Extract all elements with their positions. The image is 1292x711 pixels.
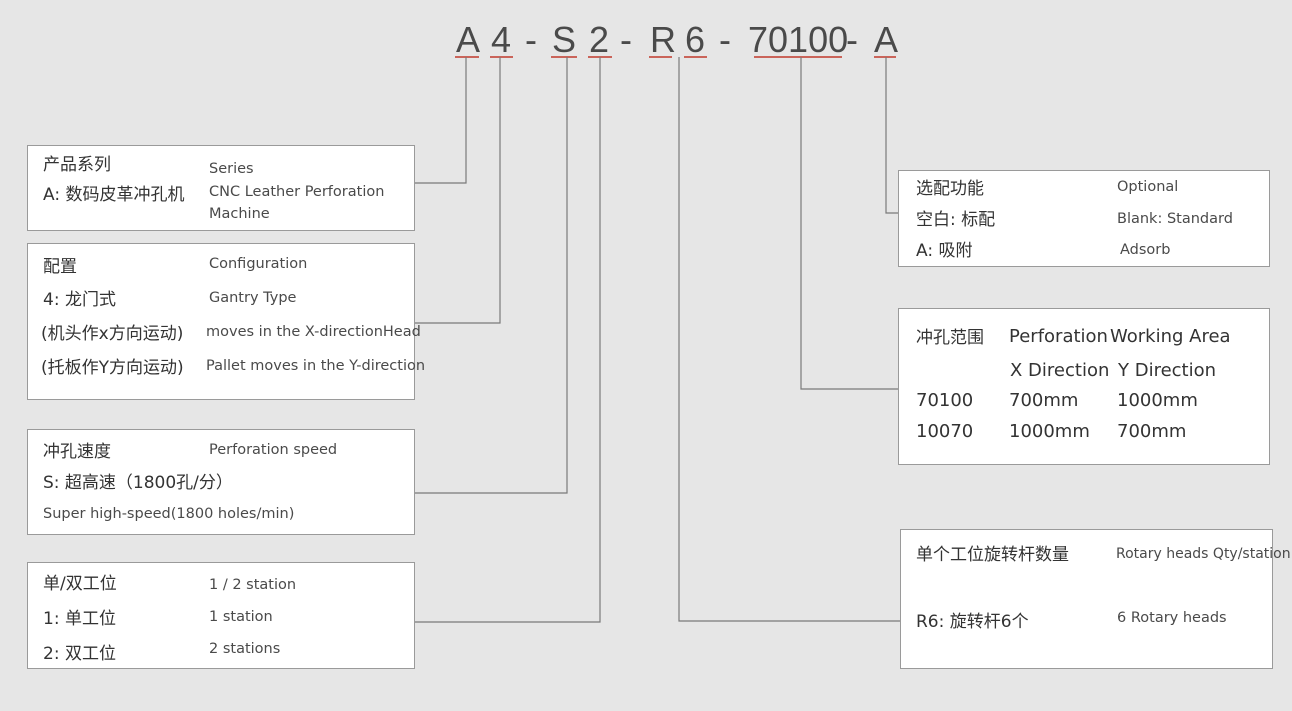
station-row1-zh: 1: 单工位 [43,609,116,629]
code-seg-dash: - [525,19,537,60]
config-row2-zh: (机头作x方向运动) [41,324,184,344]
area-row1-code: 70100 [916,390,974,411]
area-title-en2: Working Area [1110,326,1231,347]
station-row2-en: 2 stations [209,641,281,657]
code-seg-dash: - [620,19,632,60]
config-row3-zh: (托板作Y方向运动) [41,358,184,378]
speed-value-en: Super high-speed(1800 holes/min) [43,506,295,522]
config-row3-en: Pallet moves in the Y-direction [206,358,426,374]
config-title-en: Configuration [209,256,308,272]
area-row2-y: 700mm [1117,421,1187,442]
optional-row2-en: Adsorb [1120,242,1171,258]
code-seg-station: 2 [589,19,610,60]
area-title-en1: Perforation [1009,326,1108,347]
connector-optional [885,57,898,214]
station-row2-zh: 2: 双工位 [43,644,116,664]
optional-title-zh: 选配功能 [916,179,984,199]
optional-row2-zh: A: 吸附 [916,241,973,261]
series-value-en-line1: CNC Leather Perforation [209,184,385,200]
series-value-zh: A: 数码皮革冲孔机 [43,185,185,205]
code-seg-speed: S [552,19,577,60]
connector-series [415,57,467,184]
speed-title-en: Perforation speed [209,442,338,458]
connector-rotary [678,57,901,622]
series-title-en: Series [209,161,254,177]
code-seg-rotary-6: 6 [685,19,706,60]
rotary-title-zh: 单个工位旋转杆数量 [916,545,1069,565]
code-seg-dash: - [846,19,858,60]
speed-title-zh: 冲孔速度 [43,442,111,462]
area-title-zh: 冲孔范围 [916,328,984,348]
series-value-en-line2: Machine [209,206,270,222]
code-seg-series: A [456,19,481,60]
station-title-en: 1 / 2 station [209,577,297,593]
rotary-value-zh: R6: 旋转杆6个 [916,612,1029,632]
area-col-x: X Direction [1010,360,1110,381]
config-title-zh: 配置 [43,257,77,277]
rotary-title-en: Rotary heads Qty/station [1116,546,1291,562]
code-seg-config: 4 [491,19,512,60]
rotary-box: 单个工位旋转杆数量 Rotary heads Qty/station R6: 旋… [900,529,1291,669]
speed-box: 冲孔速度 Perforation speed S: 超高速（1800孔/分） S… [27,429,415,535]
area-row2-x: 1000mm [1009,421,1090,442]
series-title-zh: 产品系列 [43,155,111,175]
config-row2-en: moves in the X-directionHead [206,324,421,340]
area-col-y: Y Direction [1118,360,1217,381]
optional-title-en: Optional [1117,179,1179,195]
connector-speed [415,57,568,494]
code-seg-rotary-r: R [650,19,676,60]
code-seg-dash: - [719,19,731,60]
config-box: 配置 Configuration 4: 龙门式 Gantry Type (机头作… [27,243,425,400]
optional-row1-en: Blank: Standard [1117,211,1233,227]
area-row1-x: 700mm [1009,390,1079,411]
code-seg-area: 70100 [748,19,849,60]
station-row1-en: 1 station [209,609,273,625]
optional-box: 选配功能 Optional 空白: 标配 Blank: Standard A: … [898,170,1270,267]
optional-row1-zh: 空白: 标配 [916,210,996,230]
connector-config [415,57,501,324]
area-row2-code: 10070 [916,421,974,442]
station-box: 单/双工位 1 / 2 station 1: 单工位 1 station 2: … [27,562,415,669]
speed-value-zh: S: 超高速（1800孔/分） [43,473,233,493]
connector-area [800,57,898,390]
working-area-box: 冲孔范围 Perforation Working Area X Directio… [898,308,1270,465]
series-box: 产品系列 Series A: 数码皮革冲孔机 CNC Leather Perfo… [27,145,415,231]
station-title-zh: 单/双工位 [43,574,117,594]
config-row1-en: Gantry Type [209,290,297,306]
config-row1-zh: 4: 龙门式 [43,290,116,310]
rotary-value-en: 6 Rotary heads [1117,610,1227,626]
connector-station [415,57,601,623]
area-row1-y: 1000mm [1117,390,1198,411]
code-seg-optional: A [874,19,899,60]
